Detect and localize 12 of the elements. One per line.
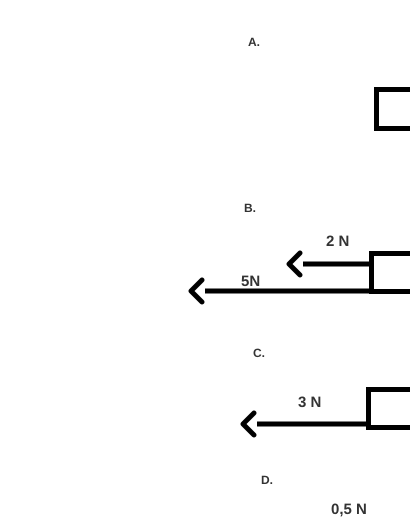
force-arrow (188, 278, 369, 304)
edge-label: 5N (241, 274, 260, 289)
part-label: C. (253, 347, 265, 359)
part-label: A. (248, 36, 260, 48)
edge-label: 3 N (298, 395, 322, 410)
force-arrow (240, 410, 366, 438)
part-label: B. (244, 202, 256, 214)
edge-label: 2 N (326, 234, 350, 249)
part-label: D. (261, 474, 273, 486)
force-arrow (286, 250, 369, 278)
block (366, 387, 410, 430)
force-label: 0,5 N (331, 502, 367, 517)
